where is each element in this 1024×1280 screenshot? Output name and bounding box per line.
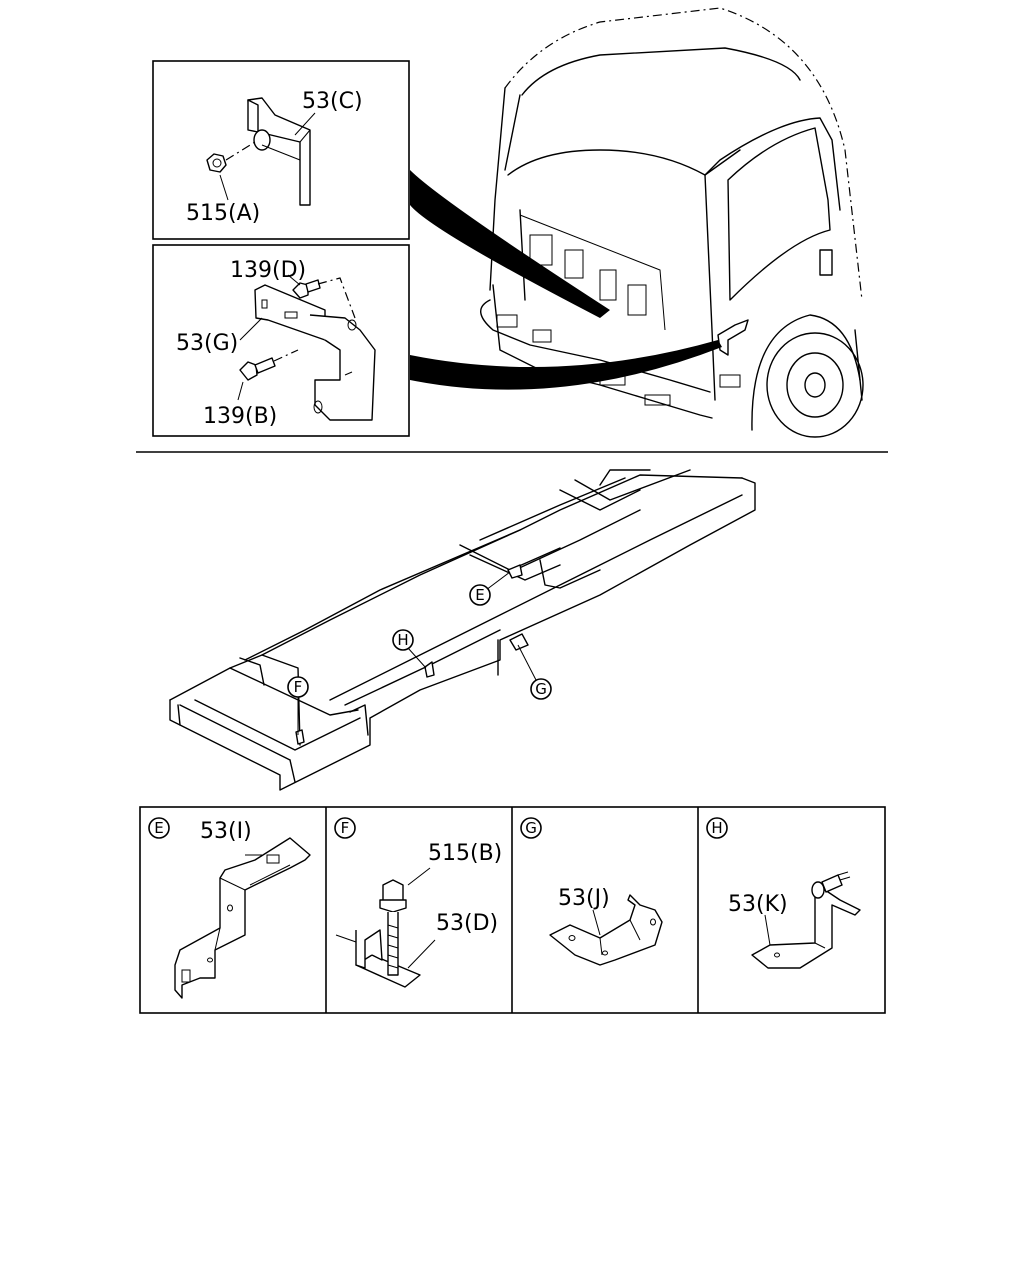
chassis-frame-illustration <box>169 469 756 791</box>
pointer-arrow-upper <box>410 170 610 318</box>
callout-53k: 53(K) <box>728 892 788 917</box>
panel-H: H <box>706 817 861 969</box>
bolt-139b <box>239 349 299 381</box>
panel-H-marker: H <box>711 819 722 837</box>
view-marker-E-label: E <box>475 586 484 604</box>
panel-G-marker: G <box>525 819 537 837</box>
panel-E-marker: E <box>154 819 163 837</box>
leader-139d <box>287 274 301 286</box>
callout-53d: 53(D) <box>436 911 498 936</box>
leader-53g <box>239 317 263 341</box>
pointer-arrow-lower <box>410 340 722 390</box>
view-marker-G-label: G <box>535 680 547 698</box>
bolt-139d <box>292 277 356 319</box>
panel-F: F <box>334 817 436 988</box>
callout-139d: 139(D) <box>230 258 306 283</box>
callout-53g: 53(G) <box>176 331 238 356</box>
callout-515a: 515(A) <box>186 201 260 226</box>
leader-139b <box>237 381 244 401</box>
bracket-53g <box>254 284 376 421</box>
view-marker-F: F <box>287 676 309 698</box>
bracket-53c <box>247 97 311 206</box>
panel-E: E <box>148 817 311 999</box>
panel-F-marker: F <box>341 819 350 837</box>
view-marker-G: G <box>530 678 552 700</box>
view-marker-E: E <box>469 584 491 606</box>
callout-53i: 53(I) <box>200 819 252 844</box>
nut-515a <box>206 141 256 173</box>
leader-53c <box>294 112 316 136</box>
callout-53j: 53(J) <box>558 886 610 911</box>
callout-53c: 53(C) <box>302 89 363 114</box>
view-marker-F-label: F <box>294 678 303 696</box>
view-marker-H-label: H <box>397 631 408 649</box>
view-marker-H: H <box>392 629 414 651</box>
callout-139b: 139(B) <box>203 404 277 429</box>
panel-G: G <box>520 817 663 966</box>
leader-515a <box>219 174 229 201</box>
callout-515b: 515(B) <box>428 841 502 866</box>
detail-box-53c <box>152 60 410 240</box>
